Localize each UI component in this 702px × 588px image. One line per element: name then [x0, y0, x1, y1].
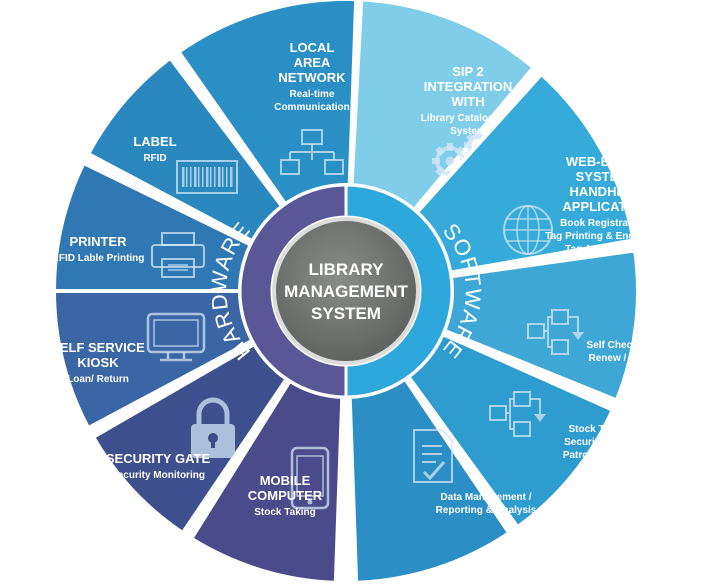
- document-icon: [413, 429, 453, 483]
- printer-icon: [151, 232, 205, 278]
- hardware-segment-4-subtitle-line-1: Loan/ Return: [67, 374, 129, 385]
- hardware-segment-3-title-line-1: PRINTER: [69, 234, 127, 249]
- hardware-segment-2-subtitle-line-1: RFID: [143, 153, 166, 164]
- center-line-1: LIBRARY: [309, 260, 385, 279]
- hardware-segment-6-title-line-2: COMPUTER: [248, 488, 323, 503]
- hardware-segment-2-title-line-1: LABEL: [133, 134, 176, 149]
- software-segment-4-subtitle-line-3: Patron Counting: [563, 450, 641, 461]
- network-icon: [280, 129, 344, 175]
- software-segment-5-subtitle-line-1: Data Management /: [440, 492, 531, 503]
- monitor-icon: [146, 312, 206, 362]
- flowchart-icon: [489, 391, 546, 437]
- globe-icon: [503, 205, 553, 255]
- flowchart-icon: [527, 309, 584, 355]
- hardware-segment-1-title-line-2: AREA: [294, 55, 331, 70]
- hardware-segment-4-title-line-2: KIOSK: [77, 355, 119, 370]
- center-circle: [272, 217, 420, 365]
- center-line-2: MANAGEMENT: [284, 282, 408, 301]
- tablet-icon: [290, 446, 330, 510]
- hardware-segment-4-title-line-1: SELF SERVICE: [51, 340, 145, 355]
- center-line-3: SYSTEM: [311, 304, 381, 323]
- software-segment-2-subtitle-line-3: Tag Association /: [565, 244, 647, 255]
- software-segment-2-title-line-4: APPLICATION: [562, 199, 649, 214]
- software-segment-2-title-line-3: HANDHELD: [570, 184, 643, 199]
- software-segment-1-title-line-3: WITH: [451, 94, 484, 109]
- software-segment-5-subtitle-line-2: Reporting & Analysis: [436, 505, 537, 516]
- software-segment-2-subtitle-line-1: Book Registration /: [560, 218, 652, 229]
- software-segment-3-subtitle-line-1: Self Check-In & Out /: [587, 340, 686, 351]
- hardware-segment-5-title-line-1: SECURITY GATE: [106, 451, 211, 466]
- software-segment-1-title-line-1: SIP 2: [452, 64, 484, 79]
- hardware-segment-6-title-line-1: MOBILE: [260, 473, 311, 488]
- software-segment-1-title-line-2: INTEGRATION: [424, 79, 513, 94]
- software-segment-3-subtitle-line-2: Renew / Return Unit: [588, 353, 684, 364]
- software-segment-4-subtitle-line-1: Stock Taking /: [568, 424, 635, 435]
- hardware-segment-2: LABEL RFID: [85, 54, 286, 244]
- hardware-segment-1-subtitle-line-1: Real-time: [289, 89, 334, 100]
- hardware-segment-1-subtitle-line-2: Communication: [274, 102, 350, 113]
- hardware-segment-3-subtitle-line-1: RFID Lable Printing: [52, 253, 145, 264]
- software-segment-2-title-line-1: WEB-BASED: [566, 154, 646, 169]
- software-segment-1-subtitle-line-1: Library Cataloguing: [421, 113, 515, 124]
- hardware-segment-5-subtitle-line-1: Security Monitoring: [111, 470, 205, 481]
- hardware-segments: LOCALAREANETWORKReal-timeCommunicationLA…: [51, 0, 359, 585]
- software-segment-4-subtitle-line-2: Security Alarm /: [564, 437, 640, 448]
- hardware-segment-6-subtitle-line-1: Stock Taking: [254, 507, 316, 518]
- hardware-segment-1-title-line-1: LOCAL: [290, 40, 335, 55]
- barcode-icon: [176, 160, 238, 194]
- software-segment-2-title-line-2: SYSTEM /: [576, 169, 637, 184]
- hardware-segment-1-title-line-3: NETWORK: [278, 70, 346, 85]
- padlock-icon: [191, 397, 235, 458]
- software-segment-2-subtitle-line-2: Tag Printing & Encoding /: [545, 231, 667, 242]
- software-segment-1-subtitle-line-2: System: [450, 126, 486, 137]
